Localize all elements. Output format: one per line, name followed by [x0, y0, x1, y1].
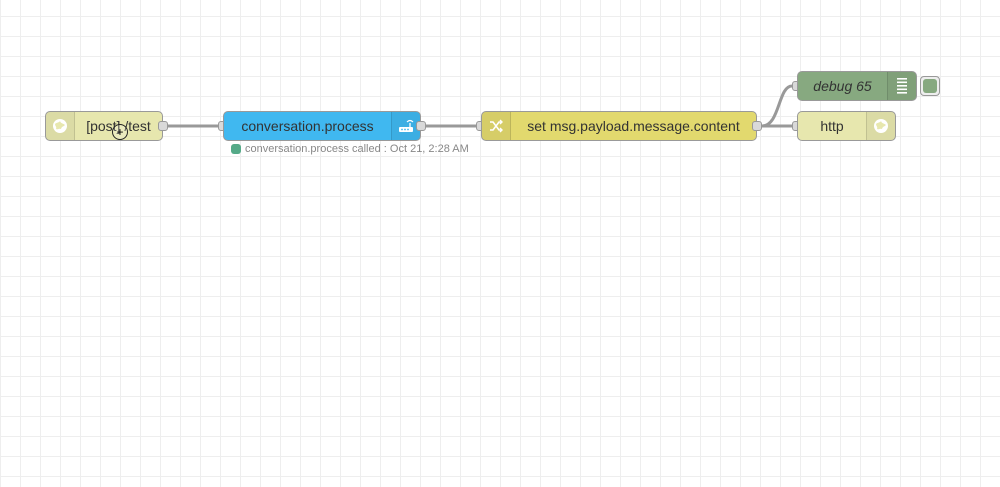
conversation-status: conversation.process called : Oct 21, 2:…: [231, 143, 469, 155]
change-output-port[interactable]: [752, 121, 762, 131]
status-dot-icon: [231, 144, 241, 154]
debug-node[interactable]: debug 65: [797, 71, 917, 101]
debug-label: debug 65: [813, 78, 872, 94]
http-response-label: http: [820, 118, 844, 134]
router-icon: [391, 112, 420, 140]
conversation-process-label: conversation.process: [241, 118, 374, 134]
status-text: conversation.process called : Oct 21, 2:…: [245, 143, 469, 155]
crosshair-cursor-icon: +: [112, 124, 128, 140]
debug-toggle-button[interactable]: [920, 76, 940, 96]
conversation-output-port[interactable]: [416, 121, 426, 131]
change-node[interactable]: set msg.payload.message.content: [481, 111, 757, 141]
http-in-output-port[interactable]: [158, 121, 168, 131]
http-in-node[interactable]: [post] /test: [45, 111, 163, 141]
globe-icon: [866, 112, 895, 140]
http-response-node[interactable]: http: [797, 111, 896, 141]
change-label: set msg.payload.message.content: [527, 118, 740, 134]
shuffle-icon: [482, 112, 511, 140]
list-icon: [887, 72, 916, 100]
conversation-process-node[interactable]: conversation.process: [223, 111, 421, 141]
globe-icon: [46, 112, 75, 140]
debug-toggle-indicator: [923, 79, 937, 93]
